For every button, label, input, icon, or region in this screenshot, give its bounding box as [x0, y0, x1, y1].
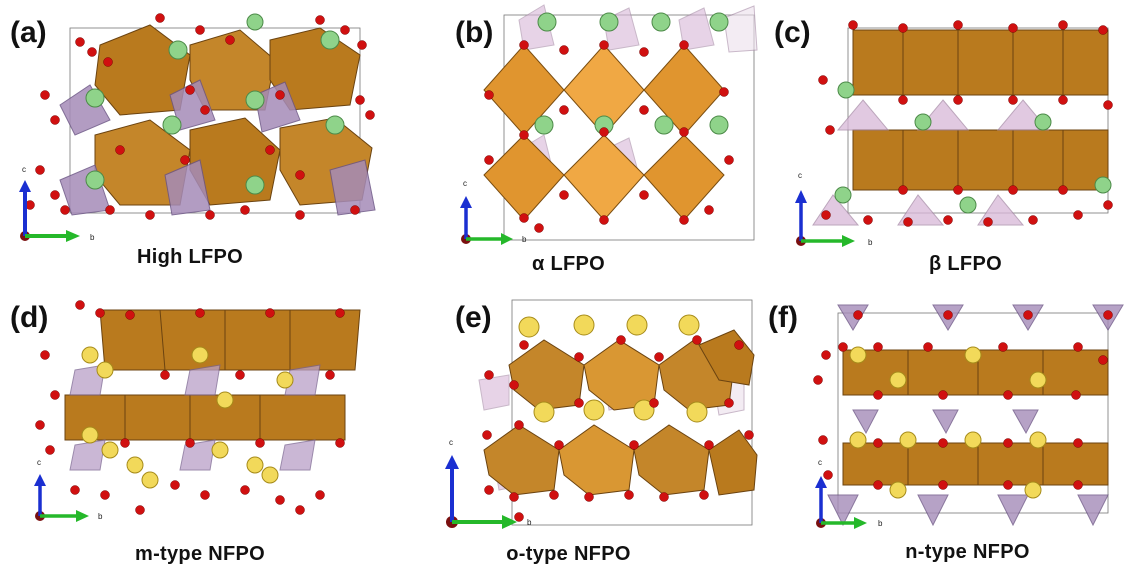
- panel-caption: High LFPO: [136, 246, 244, 268]
- panel-tag: (b): [455, 16, 494, 49]
- p-tetrahedra: [827, 304, 1124, 527]
- oxygen-atoms: [482, 335, 754, 522]
- axis-b-label: b: [522, 235, 527, 244]
- crystal-structure-a: c b: [19, 13, 376, 242]
- crystal-structure-f: c b: [813, 304, 1124, 529]
- axis-c-label: c: [798, 171, 802, 180]
- oxygen-atoms: [813, 310, 1113, 490]
- panel-a: c b (a) High LFPO: [0, 0, 379, 285]
- panel-c: c b (c) β LFPO: [758, 0, 1137, 285]
- crystal-structure-c: c b: [795, 20, 1113, 247]
- panel-caption: β LFPO: [929, 253, 1002, 275]
- axis-c-label: c: [449, 438, 453, 447]
- panel-b: c b (b) α LFPO: [379, 0, 758, 285]
- panel-caption: α LFPO: [532, 253, 605, 275]
- axes-indicator: c b: [815, 458, 883, 529]
- panel-tag: (d): [10, 301, 49, 334]
- panel-tag: (a): [10, 16, 47, 49]
- alkali-atoms: [518, 314, 708, 423]
- axis-b-label: b: [90, 233, 95, 242]
- panel-caption: n-type NFPO: [905, 541, 1030, 563]
- axes-indicator: c b: [795, 171, 873, 247]
- oxygen-atoms: [35, 300, 345, 515]
- axes-indicator: c b: [460, 179, 527, 245]
- axis-b-label: b: [527, 518, 532, 527]
- crystal-structure-e: c b: [445, 299, 758, 529]
- crystal-structure-b: c b: [460, 4, 758, 245]
- p-tetrahedra: [59, 79, 376, 216]
- fe-octahedra: [852, 29, 1109, 191]
- fe-octahedra: [94, 24, 373, 206]
- crystal-structure-d: c b: [34, 300, 361, 522]
- axes-indicator: c b: [19, 165, 95, 242]
- axis-b-label: b: [868, 238, 873, 247]
- panel-tag: (c): [774, 16, 811, 49]
- axis-c-label: c: [22, 165, 26, 174]
- fe-octahedra: [842, 349, 1109, 486]
- panel-tag: (f): [768, 301, 798, 334]
- fe-octahedra: [483, 329, 758, 496]
- axes-indicator: c b: [445, 438, 532, 529]
- panel-e: c b (e) o-type NFPO: [379, 285, 758, 570]
- alkali-atoms: [85, 13, 345, 195]
- axis-b-label: b: [878, 519, 883, 528]
- axis-b-label: b: [98, 512, 103, 521]
- panel-f: c b (f) n-type NFPO: [758, 285, 1137, 570]
- panel-caption: o-type NFPO: [506, 543, 631, 565]
- alkali-atoms: [81, 346, 294, 489]
- axis-c-label: c: [818, 458, 822, 467]
- oxygen-atoms: [484, 40, 734, 233]
- fe-octahedra: [64, 309, 361, 441]
- panel-caption: m-type NFPO: [135, 543, 265, 565]
- fe-octahedra: [483, 44, 725, 221]
- p-tetrahedra: [69, 364, 321, 471]
- oxygen-atoms: [818, 20, 1113, 227]
- axes-indicator: c b: [34, 458, 103, 522]
- alkali-atoms: [834, 81, 1112, 214]
- panel-tag: (e): [455, 301, 492, 334]
- axis-c-label: c: [37, 458, 41, 467]
- oxygen-atoms: [25, 13, 375, 220]
- alkali-atoms: [849, 346, 1047, 499]
- alkali-atoms: [534, 12, 729, 135]
- axis-c-label: c: [463, 179, 467, 188]
- panel-d: c b (d) m-type NFPO: [0, 285, 379, 570]
